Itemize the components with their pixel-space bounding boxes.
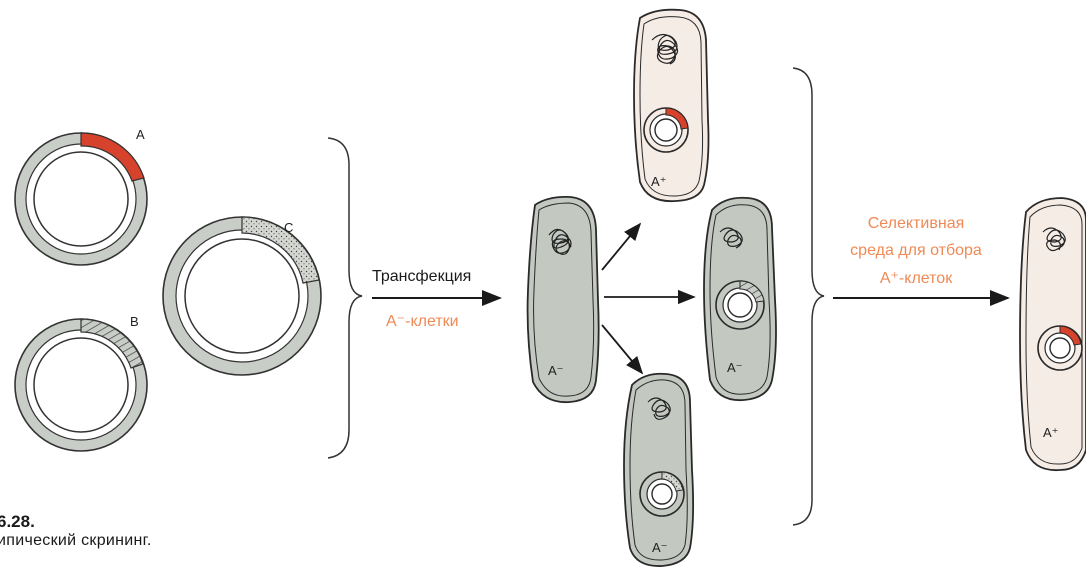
cell-center-label: A⁻ bbox=[548, 363, 564, 378]
plasmid-a: A bbox=[15, 127, 147, 265]
arrow-to-bottom-cell bbox=[602, 325, 642, 373]
cell-final: A⁺ bbox=[1020, 198, 1086, 470]
plasmid-c: C bbox=[163, 217, 321, 375]
cell-final-label: A⁺ bbox=[1043, 425, 1059, 440]
plasmid-b: B bbox=[15, 314, 147, 451]
right-brace bbox=[793, 68, 824, 525]
left-brace bbox=[328, 138, 362, 458]
arrow-to-top-cell bbox=[602, 224, 640, 270]
cell-top: A⁺ bbox=[634, 10, 709, 202]
plasmid-a-label: A bbox=[136, 127, 145, 142]
plasmid-b-label: B bbox=[130, 314, 139, 329]
cell-middle: A⁻ bbox=[704, 198, 776, 400]
cell-top-label: A⁺ bbox=[651, 174, 667, 189]
cell-bottom-label: A⁻ bbox=[652, 540, 668, 555]
cell-middle-label: A⁻ bbox=[727, 360, 743, 375]
transfection-label: Трансфекция bbox=[372, 268, 471, 285]
figure-number: 6.28. bbox=[0, 512, 35, 532]
selective-medium-line2: среда для отбора bbox=[850, 242, 982, 259]
figure-caption: ипический скрининг. bbox=[0, 532, 152, 550]
a-minus-cells-label: А⁻-клетки bbox=[386, 313, 459, 330]
selective-medium-line1: Селективная bbox=[868, 215, 965, 232]
cell-center: A⁻ bbox=[528, 197, 599, 402]
cell-bottom: A⁻ bbox=[624, 374, 693, 566]
selective-medium-line3: А⁺-клеток bbox=[880, 270, 953, 287]
plasmid-c-label: C bbox=[284, 220, 293, 235]
